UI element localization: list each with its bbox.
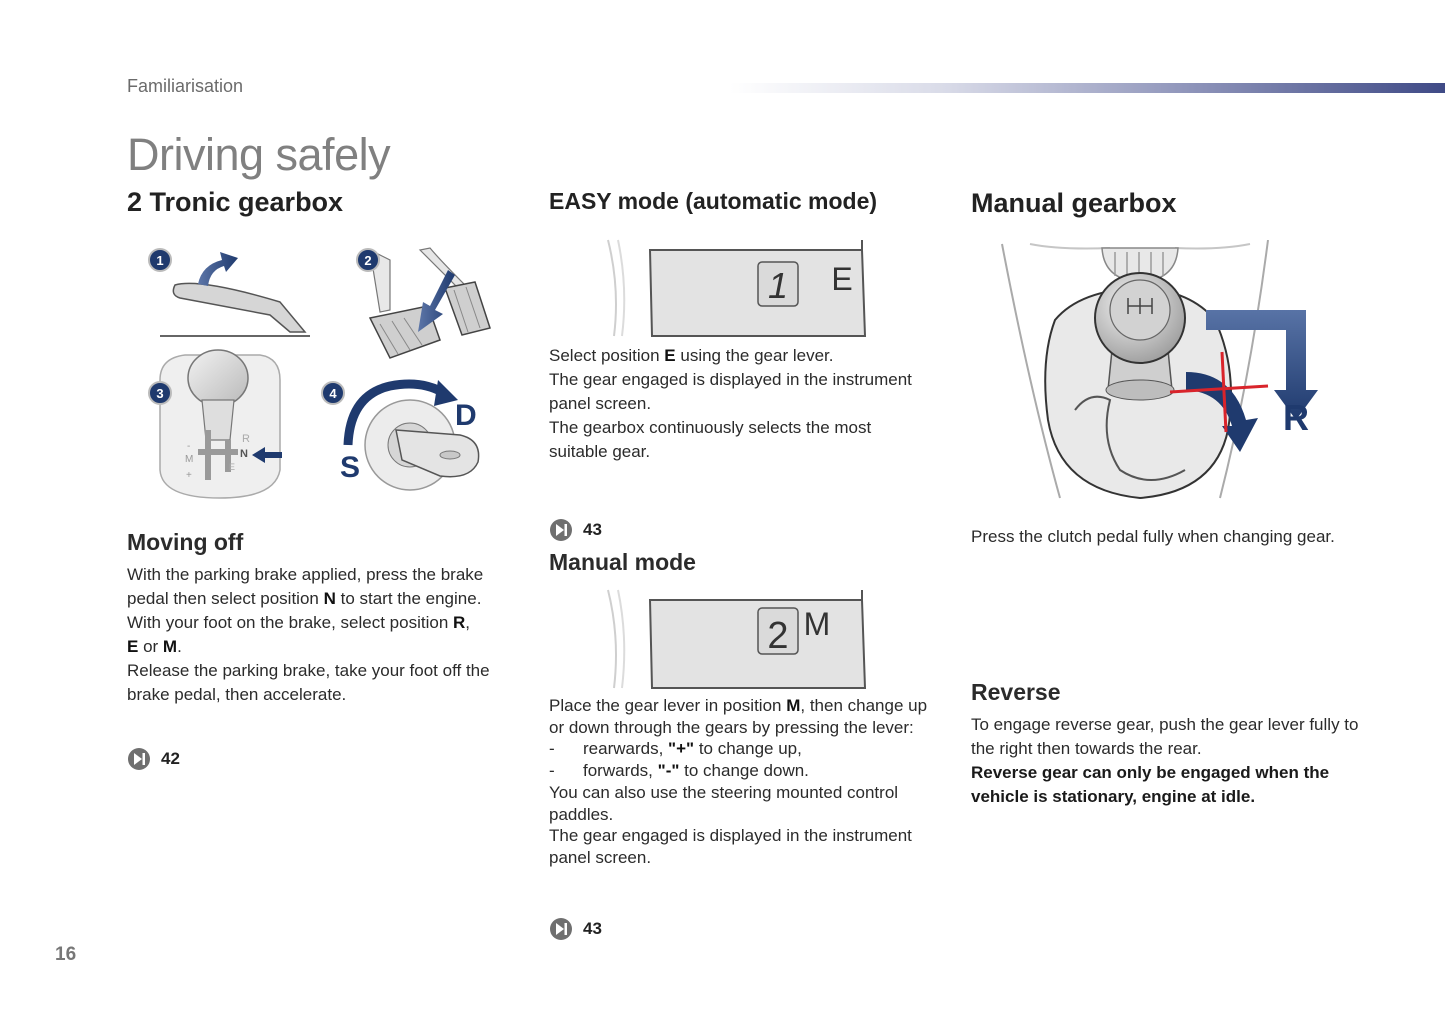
manual-list-item: - rearwards, "+" to change up,	[549, 739, 802, 759]
manual-paragraph-2: You can also use the steering mounted co…	[549, 782, 899, 824]
manual-gear-digit: 2	[767, 615, 788, 657]
moving-off-paragraph-2: With your foot on the brake, select posi…	[127, 613, 471, 656]
reverse-gear-illustration: R	[1001, 240, 1318, 500]
reverse-letter: R	[1283, 397, 1309, 438]
page-reference-icon	[550, 918, 572, 940]
step-1-badge	[148, 248, 172, 272]
moving-off-text: With the parking brake applied, press th…	[127, 563, 522, 707]
gear-gate-drawing: M N R E + -	[159, 349, 282, 499]
easy-paragraph-1: Select position E using the gear lever.	[549, 346, 834, 365]
easy-mode-page-reference[interactable]: 43	[549, 518, 602, 542]
moving-off-page-reference[interactable]: 42	[127, 747, 180, 771]
manual-gearbox-text: Press the clutch pedal fully when changi…	[971, 527, 1335, 546]
easy-mode-display-illustration: 1 E	[607, 239, 867, 337]
easy-mode-title: EASY mode (automatic mode)	[549, 188, 878, 214]
page-reference-number: 43	[583, 919, 602, 938]
manual-paragraph-1: Place the gear lever in position M, then…	[549, 696, 928, 737]
svg-text:+: +	[186, 470, 192, 481]
step-3-badge	[148, 381, 172, 405]
tronic-steps-illustration: M N R E + - 1 2 3 4 S D	[148, 247, 491, 499]
manual-mode-page-reference[interactable]: 43	[549, 917, 602, 941]
reverse-title: Reverse	[971, 679, 1061, 705]
easy-paragraph-2: The gear engaged is displayed in the ins…	[549, 370, 912, 413]
easy-paragraph-3: The gearbox continuously selects the mos…	[549, 418, 872, 461]
moving-off-paragraph-3: Release the parking brake, take your foo…	[127, 661, 490, 704]
handbrake-drawing	[160, 252, 310, 337]
step-1-number: 1	[156, 253, 163, 268]
step-4-number: 4	[329, 386, 337, 401]
moving-off-title: Moving off	[127, 529, 244, 555]
manual-mode-title: Manual mode	[549, 549, 696, 575]
page-reference-icon	[550, 519, 572, 541]
pedals-drawing	[368, 247, 491, 359]
section-label: Familiarisation	[127, 76, 244, 96]
step-3-number: 3	[156, 386, 163, 401]
reverse-paragraph: To engage reverse gear, push the gear le…	[971, 715, 1359, 758]
page-reference-number: 43	[583, 520, 602, 539]
page-reference-icon	[128, 748, 150, 770]
svg-text:M: M	[185, 454, 193, 465]
manual-list-item: - forwards, "-" to change down.	[549, 761, 809, 781]
svg-text:E: E	[229, 462, 235, 472]
ignition-drawing	[343, 379, 480, 491]
manual-gearbox-title: Manual gearbox	[971, 188, 1177, 218]
step-4-badge	[321, 381, 345, 405]
step-2-number: 2	[364, 253, 371, 268]
manual-mode-letter: M	[804, 606, 831, 642]
manual-paragraph-3: The gear engaged is displayed in the ins…	[549, 826, 912, 867]
ignition-letter-d: D	[455, 399, 477, 432]
page-number: 16	[55, 944, 77, 965]
manual-mode-display-illustration: 2 M	[607, 589, 867, 689]
reverse-text: To engage reverse gear, push the gear le…	[971, 713, 1376, 809]
reverse-warning: Reverse gear can only be engaged when th…	[971, 763, 1330, 806]
svg-text:R: R	[242, 433, 250, 445]
svg-text:-: -	[187, 441, 190, 452]
page-reference-number: 42	[161, 749, 180, 768]
manual-mode-text: Place the gear lever in position M, then…	[549, 695, 939, 869]
svg-text:N: N	[240, 448, 248, 460]
header-gradient-bar	[730, 83, 1445, 93]
moving-off-paragraph-1: With the parking brake applied, press th…	[127, 565, 484, 608]
ignition-letter-s: S	[340, 451, 360, 484]
page-title: Driving safely	[127, 129, 391, 180]
easy-mode-letter: E	[831, 261, 852, 297]
step-2-badge	[356, 248, 380, 272]
easy-gear-digit: 1	[768, 265, 788, 306]
tronic-title: 2 Tronic gearbox	[127, 187, 344, 217]
easy-mode-text: Select position E using the gear lever. …	[549, 344, 929, 464]
